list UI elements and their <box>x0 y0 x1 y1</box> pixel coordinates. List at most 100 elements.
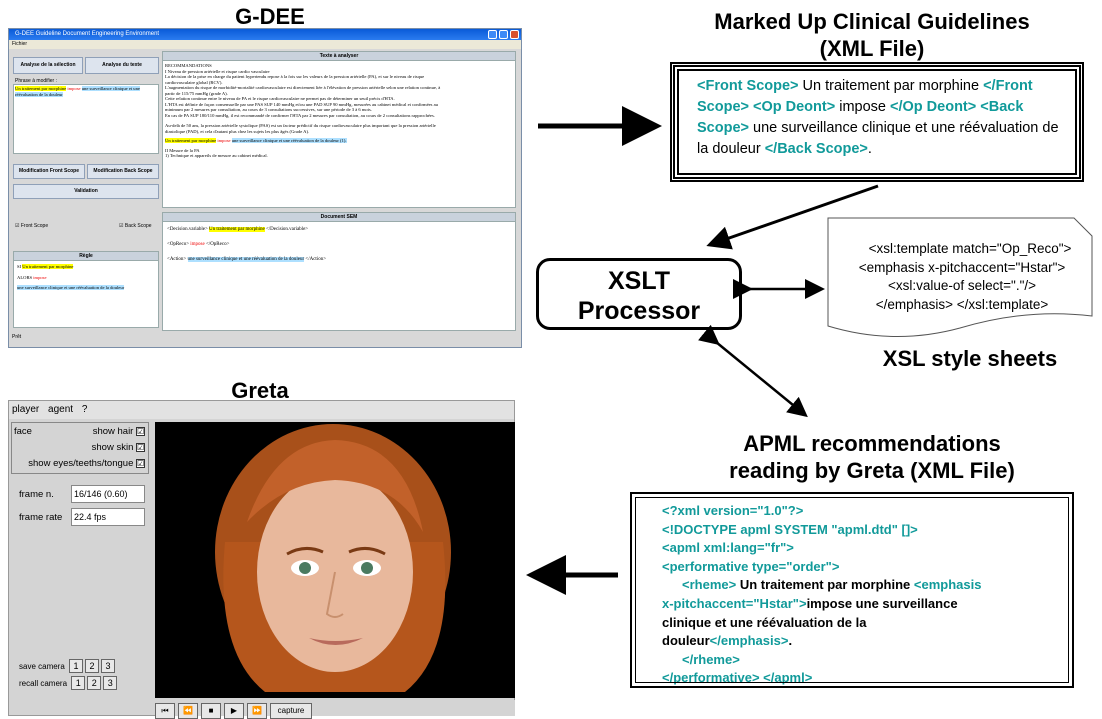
sem-tag: </OpReco> <box>205 242 230 247</box>
apml-line: <?xml version="1.0"?> <box>662 503 804 518</box>
xsl-title: XSL style sheets <box>882 346 1058 371</box>
marked-title: Marked Up Clinical Guidelines(XML File) <box>652 8 1092 62</box>
apml-line: <!DOCTYPE apml SYSTEM "apml.dtd" []> <box>662 521 918 537</box>
menu-player[interactable]: player <box>12 404 40 415</box>
minimize-icon[interactable] <box>488 30 497 39</box>
texte-line: diastolique (PAD), et cela d'autant plus… <box>165 128 310 134</box>
status-bar: Prêt <box>12 334 22 340</box>
greta-viewport[interactable] <box>155 422 515 698</box>
apml-text: . <box>788 633 793 649</box>
apml-text: impose une surveillance <box>806 595 958 611</box>
recall-camera-label: recall camera <box>19 679 68 688</box>
recall-camera-2-button[interactable]: 2 <box>87 676 102 690</box>
player-controls: ⏮⏪■▶⏩capture <box>155 700 515 719</box>
arrow-xslt-apml <box>698 324 808 418</box>
analyse-selection-button[interactable]: Analyse de la sélection <box>13 57 83 74</box>
apml-xml-box: <?xml version="1.0"?> <!DOCTYPE apml SYS… <box>630 492 1074 688</box>
phrase-label: Phrase à modifier : <box>15 78 57 84</box>
recall-camera-3-button[interactable]: 3 <box>103 676 118 690</box>
close-icon[interactable] <box>510 30 519 39</box>
show-eyes-option[interactable]: show eyes/teeths/tongue ☑ <box>28 456 145 471</box>
save-camera-1-button[interactable]: 1 <box>69 659 84 673</box>
show-skin-option[interactable]: show skin ☑ <box>92 440 145 455</box>
xml-text: Un traitement par morphine <box>798 78 984 94</box>
texte-line: La décision de la prise en charge du pat… <box>165 74 425 79</box>
texte-end-1: II Mesure de la PA <box>165 147 200 153</box>
apml-line: </performative> </apml> <box>662 670 813 686</box>
texte-line: L'augmentation du risque de morbidité-mo… <box>165 85 441 90</box>
apml-line: </rheme> <box>682 651 740 667</box>
front-scope-checkbox[interactable]: ☑ Front Scope <box>15 223 49 229</box>
back-scope-checkbox[interactable]: ☑ Back Scope <box>119 223 152 229</box>
apml-line: douleur</emphasis>. <box>662 632 1062 651</box>
xml-text: une surveillance clinique et une réévalu… <box>697 120 1059 157</box>
apml-line: <apml xml:lang="fr"> <box>662 540 794 556</box>
back-scope-label: Back Scope <box>124 223 152 229</box>
save-camera-3-button[interactable]: 3 <box>101 659 116 673</box>
greta-title: Greta <box>231 378 289 403</box>
frame-rate-label: frame rate <box>19 512 63 523</box>
texte-back: une surveillance clinique et une réévalu… <box>231 138 347 143</box>
show-eyes-checkbox[interactable]: ☑ <box>136 458 145 468</box>
sem-op: impose <box>190 242 205 247</box>
sem-tag: </Action> <box>305 257 327 262</box>
analyse-texte-button[interactable]: Analyse du texte <box>85 57 159 74</box>
apml-tag: <emphasis <box>913 577 982 593</box>
apml-line: x-pitchaccent="Hstar">impose une surveil… <box>662 595 1062 614</box>
phrase-field[interactable]: Un traitement par morphine impose une su… <box>13 84 159 154</box>
greta-menubar: player agent ? <box>9 401 514 419</box>
maximize-icon[interactable] <box>499 30 508 39</box>
regle-panel: SI Un traitement par morphine ALORS impo… <box>13 260 159 328</box>
sem-panel: <Decision.variable> Un traitement par mo… <box>162 221 516 331</box>
si-keyword: SI <box>17 264 22 269</box>
xsl-line: <xsl:value-of select="."/> <box>887 278 1037 293</box>
texte-line: RECOMMANDATIONS <box>165 63 212 68</box>
sem-front: Un traitement par morphine <box>209 227 265 232</box>
sem-tag: <OpReco> <box>167 242 190 247</box>
alors-keyword: ALORS <box>17 274 33 280</box>
show-hair-label: show hair <box>92 426 134 437</box>
skip-start-icon[interactable]: ⏮ <box>155 703 175 719</box>
frame-n-field[interactable]: 16/146 (0.60) <box>71 485 145 503</box>
xsl-line: </emphasis> </xsl:template> <box>875 296 1049 312</box>
apml-text: douleur <box>662 633 710 649</box>
stop-icon[interactable]: ■ <box>201 703 221 719</box>
show-skin-checkbox[interactable]: ☑ <box>136 442 145 452</box>
frame-rate-field[interactable]: 22.4 fps <box>71 508 145 526</box>
show-hair-option[interactable]: show hair ☑ <box>93 424 145 439</box>
xsl-text: <xsl:template match="Op_Reco"> <emphasis… <box>826 240 1098 314</box>
rewind-icon[interactable]: ⏪ <box>178 703 198 719</box>
gdee-titlebar: G-DEE Guideline Document Engineering Env… <box>9 29 521 40</box>
xslt-label-1: XSLT <box>607 267 671 295</box>
action-value: une surveillance clinique et une réévalu… <box>17 285 125 290</box>
menu-agent[interactable]: agent <box>48 404 74 415</box>
play-icon[interactable]: ▶ <box>224 703 244 719</box>
texte-front: Un traitement par morphine <box>165 138 217 143</box>
marked-xml-box: <Front Scope> Un traitement par morphine… <box>670 62 1084 182</box>
greta-window: player agent ? face show hair ☑ show ski… <box>8 400 515 719</box>
menu-help[interactable]: ? <box>81 404 88 415</box>
xsl-line: <xsl:template match="Op_Reco"> <box>868 241 1072 256</box>
recall-camera-1-button[interactable]: 1 <box>71 676 86 690</box>
apml-tag: </emphasis> <box>709 633 789 649</box>
capture-button[interactable]: capture <box>270 703 312 719</box>
greta-face-image <box>215 424 451 692</box>
modif-front-button[interactable]: Modification Front Scope <box>13 164 85 179</box>
texte-line: Au-delà de 50 ans, la pression artériell… <box>165 123 436 128</box>
xml-text: impose <box>835 99 891 115</box>
fast-forward-icon[interactable]: ⏩ <box>247 703 267 719</box>
save-camera-label: save camera <box>19 662 65 671</box>
xsl-document-shape <box>827 217 1093 337</box>
save-camera-2-button[interactable]: 2 <box>85 659 100 673</box>
phrase-op: impose <box>67 86 81 91</box>
gdee-menu-fichier[interactable]: Fichier <box>9 40 521 49</box>
validation-button[interactable]: Validation <box>13 184 159 199</box>
modif-back-button[interactable]: Modification Back Scope <box>87 164 159 179</box>
show-hair-checkbox[interactable]: ☑ <box>136 426 145 436</box>
apml-text: Un traitement par morphine <box>736 577 914 593</box>
phrase-front: Un traitement par morphine <box>15 86 67 91</box>
front-scope-label: Front Scope <box>20 223 49 229</box>
